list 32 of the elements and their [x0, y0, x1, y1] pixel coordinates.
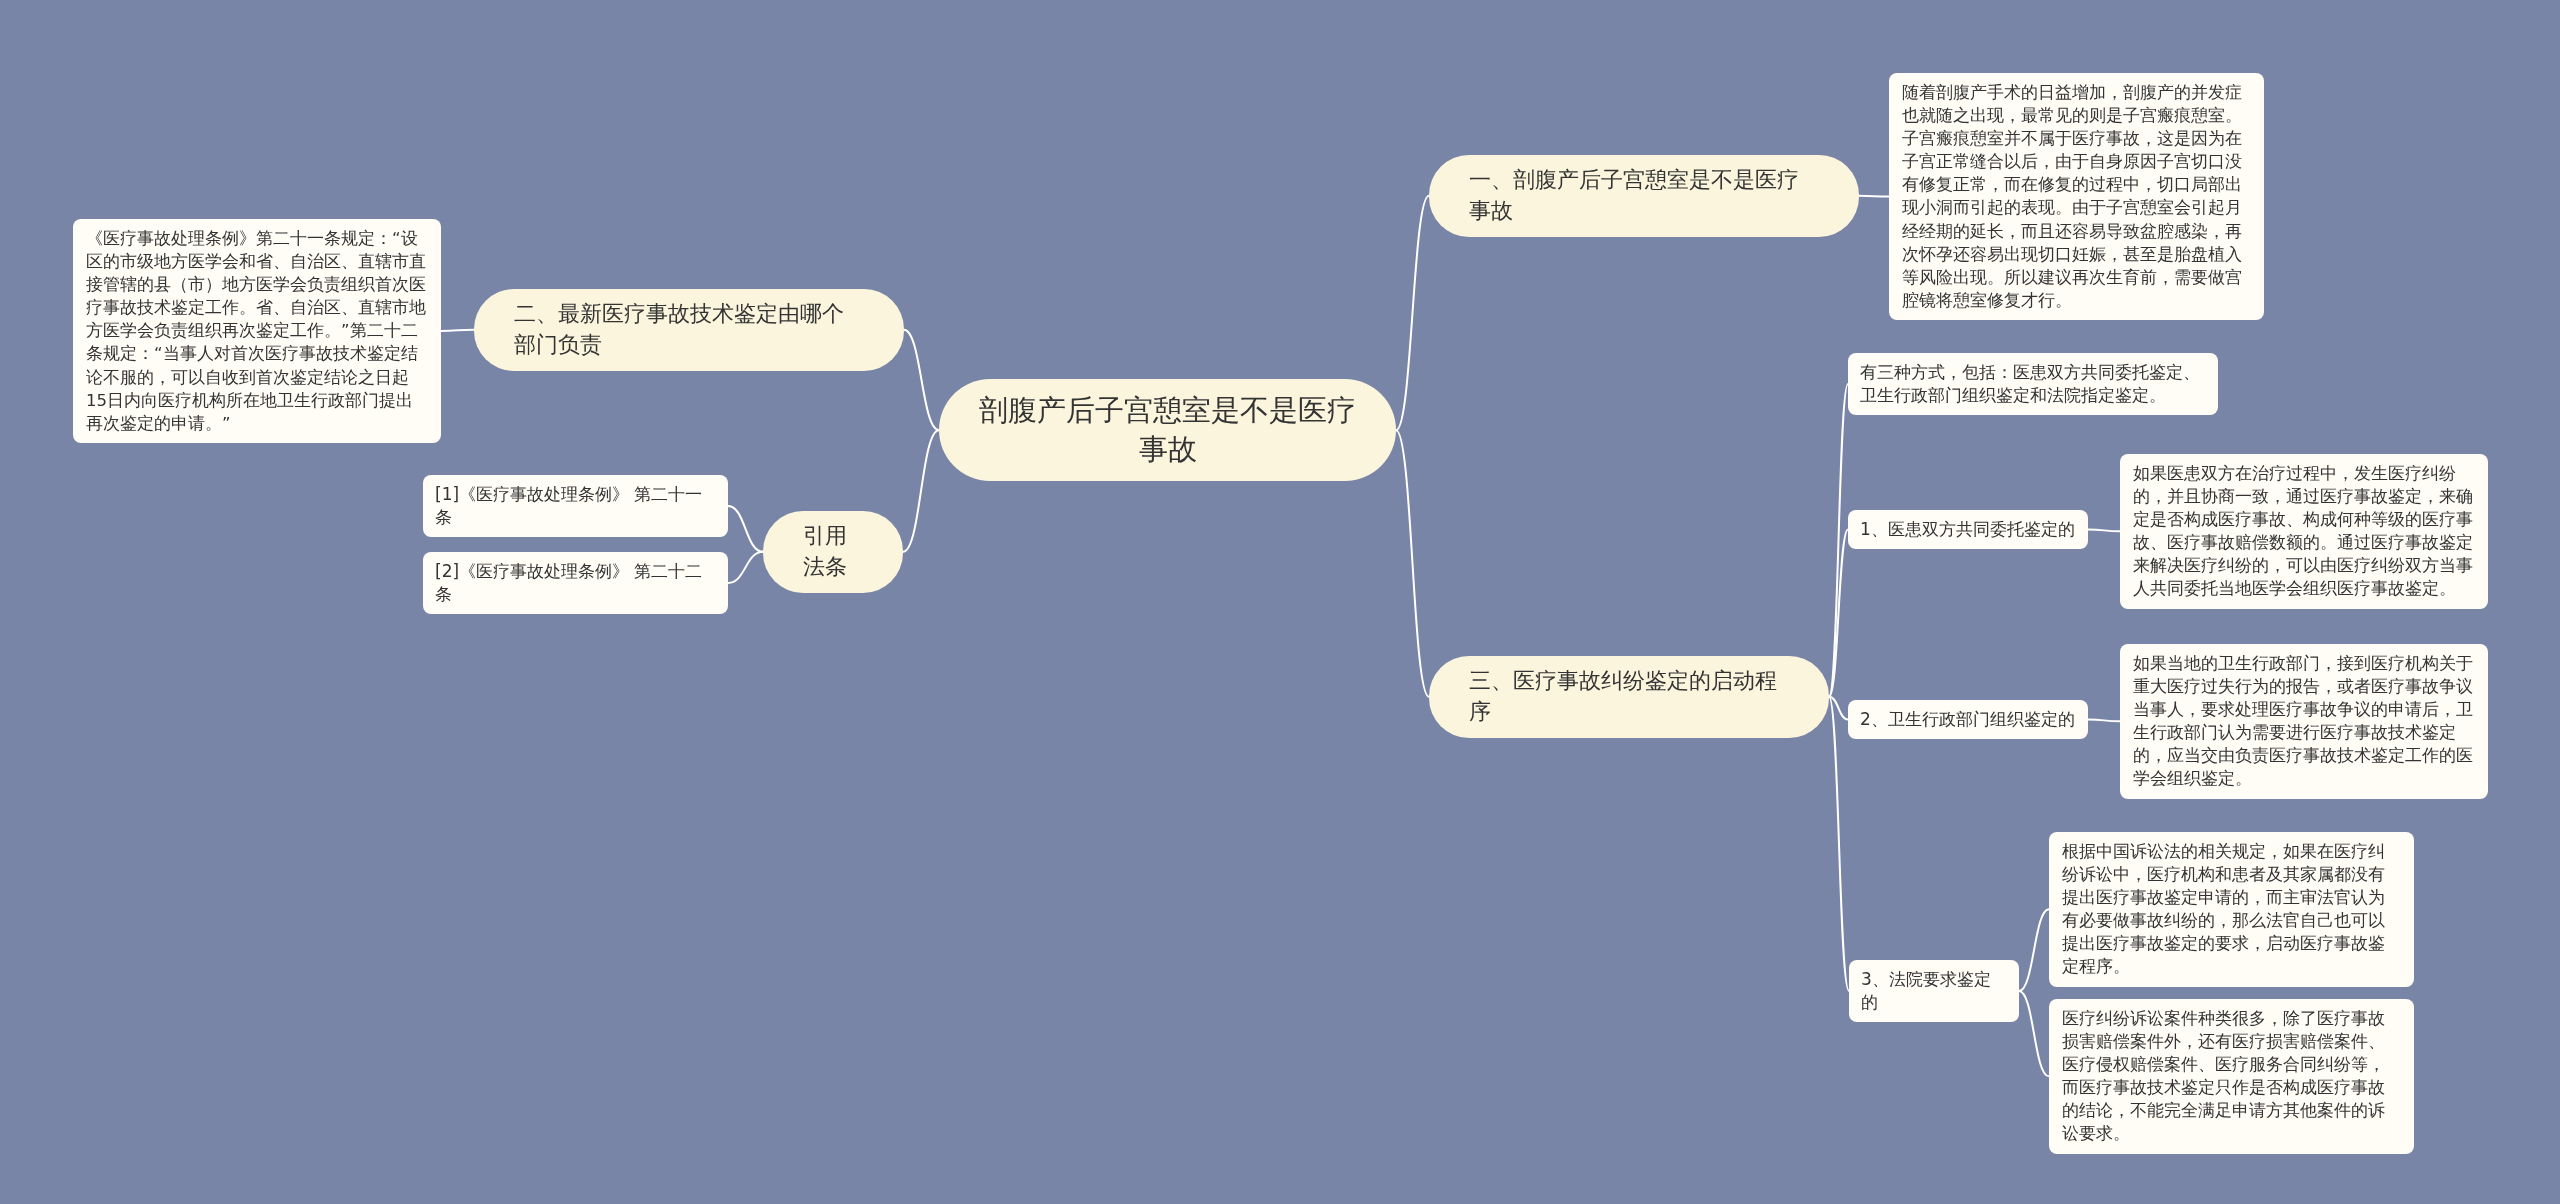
subtopic-box: 1、医患双方共同委托鉴定的	[1848, 510, 2088, 549]
connector-line	[727, 504, 764, 553]
connector-line	[1828, 695, 1850, 992]
connector-line	[2018, 989, 2050, 1078]
text-card: 随着剖腹产手术的日益增加，剖腹产的并发症也就随之出现，最常见的则是子宫瘢痕憩室。子宫瘢痕憩室并不属于医疗事故，这是因为在子宫正常缝合以后，由于自身原因子宫切口没有修复正常，而在修复的过程中，切口局部出现小洞而引起的表现。由于子宫憩室会引起月经经期的延长，而且还容易导致盆腔感染，再次怀孕还容易出现切口妊娠，甚至是胎盘植入等风险出现。所以建议再次生育前，需要做宫腔镜将憩室修复才行。	[1889, 73, 2264, 320]
connector-line	[1828, 528, 1849, 698]
subtopic-box: 2、卫生行政部门组织鉴定的	[1848, 700, 2088, 739]
connector-line	[1828, 695, 1849, 721]
connector-line	[903, 328, 940, 432]
topic-box: 引用法条	[763, 511, 903, 593]
subtopic-box: 3、法院要求鉴定的	[1849, 960, 2019, 1022]
connector-line	[440, 328, 475, 332]
subtopic-box: [2]《医疗事故处理条例》 第二十二条	[423, 552, 728, 614]
topic-box: 一、剖腹产后子宫憩室是不是医疗事故	[1429, 155, 1859, 237]
connector-line	[2087, 528, 2121, 533]
text-card: 如果当地的卫生行政部门，接到医疗机构关于重大医疗过失行为的报告，或者医疗事故争议当事人，要求处理医疗事故争议的申请后，卫生行政部门认为需要进行医疗事故技术鉴定的，应当交由负责医疗事故技术鉴定工作的医学会组织鉴定。	[2120, 644, 2488, 799]
text-card: 根据中国诉讼法的相关规定，如果在医疗纠纷诉讼中，医疗机构和患者及其家属都没有提出医疗事故鉴定申请的，而主审法官认为有必要做事故纠纷的，那么法官自己也可以提出医疗事故鉴定的要求，启动医疗事故鉴定程序。	[2049, 832, 2414, 987]
connector-line	[1395, 429, 1430, 698]
connector-line	[2087, 718, 2121, 723]
connector-line	[2018, 908, 2050, 992]
topic-box: 二、最新医疗事故技术鉴定由哪个部门负责	[474, 289, 904, 371]
text-card: 如果医患双方在治疗过程中，发生医疗纠纷的，并且协商一致，通过医疗事故鉴定，来确定是否构成医疗事故、构成何种等级的医疗事故、医疗事故赔偿数额的。通过医疗事故鉴定来解决医疗纠纷的，可以由医疗纠纷双方当事人共同委托当地医学会组织医疗事故鉴定。	[2120, 454, 2488, 609]
text-card: 《医疗事故处理条例》第二十一条规定：“设区的市级地方医学会和省、自治区、直辖市直接管辖的县（市）地方医学会负责组织首次医疗事故技术鉴定工作。省、自治区、直辖市地方医学会负责组织再次鉴定工作。”第二十二条规定：“当事人对首次医疗事故技术鉴定结论不服的，可以自收到首次鉴定结论之日起15日内向医疗机构所在地卫生行政部门提出再次鉴定的申请。”	[73, 219, 441, 443]
central-topic: 剖腹产后子宫憩室是不是医疗事故	[939, 379, 1396, 482]
subtopic-box: [1]《医疗事故处理条例》 第二十一条	[423, 475, 728, 537]
text-card: 医疗纠纷诉讼案件种类很多，除了医疗事故损害赔偿案件外，还有医疗损害赔偿案件、医疗侵权赔偿案件、医疗服务合同纠纷等，而医疗事故技术鉴定只作是否构成医疗事故的结论，不能完全满足申请方其他案件的诉讼要求。	[2049, 999, 2414, 1154]
connector-line	[1858, 194, 1890, 198]
subtopic-box: 有三种方式，包括：医患双方共同委托鉴定、卫生行政部门组织鉴定和法院指定鉴定。	[1848, 353, 2218, 415]
connector-line	[727, 550, 764, 584]
connector-line	[902, 429, 940, 553]
connector-line	[1395, 194, 1430, 432]
topic-box: 三、医疗事故纠纷鉴定的启动程序	[1429, 656, 1829, 738]
